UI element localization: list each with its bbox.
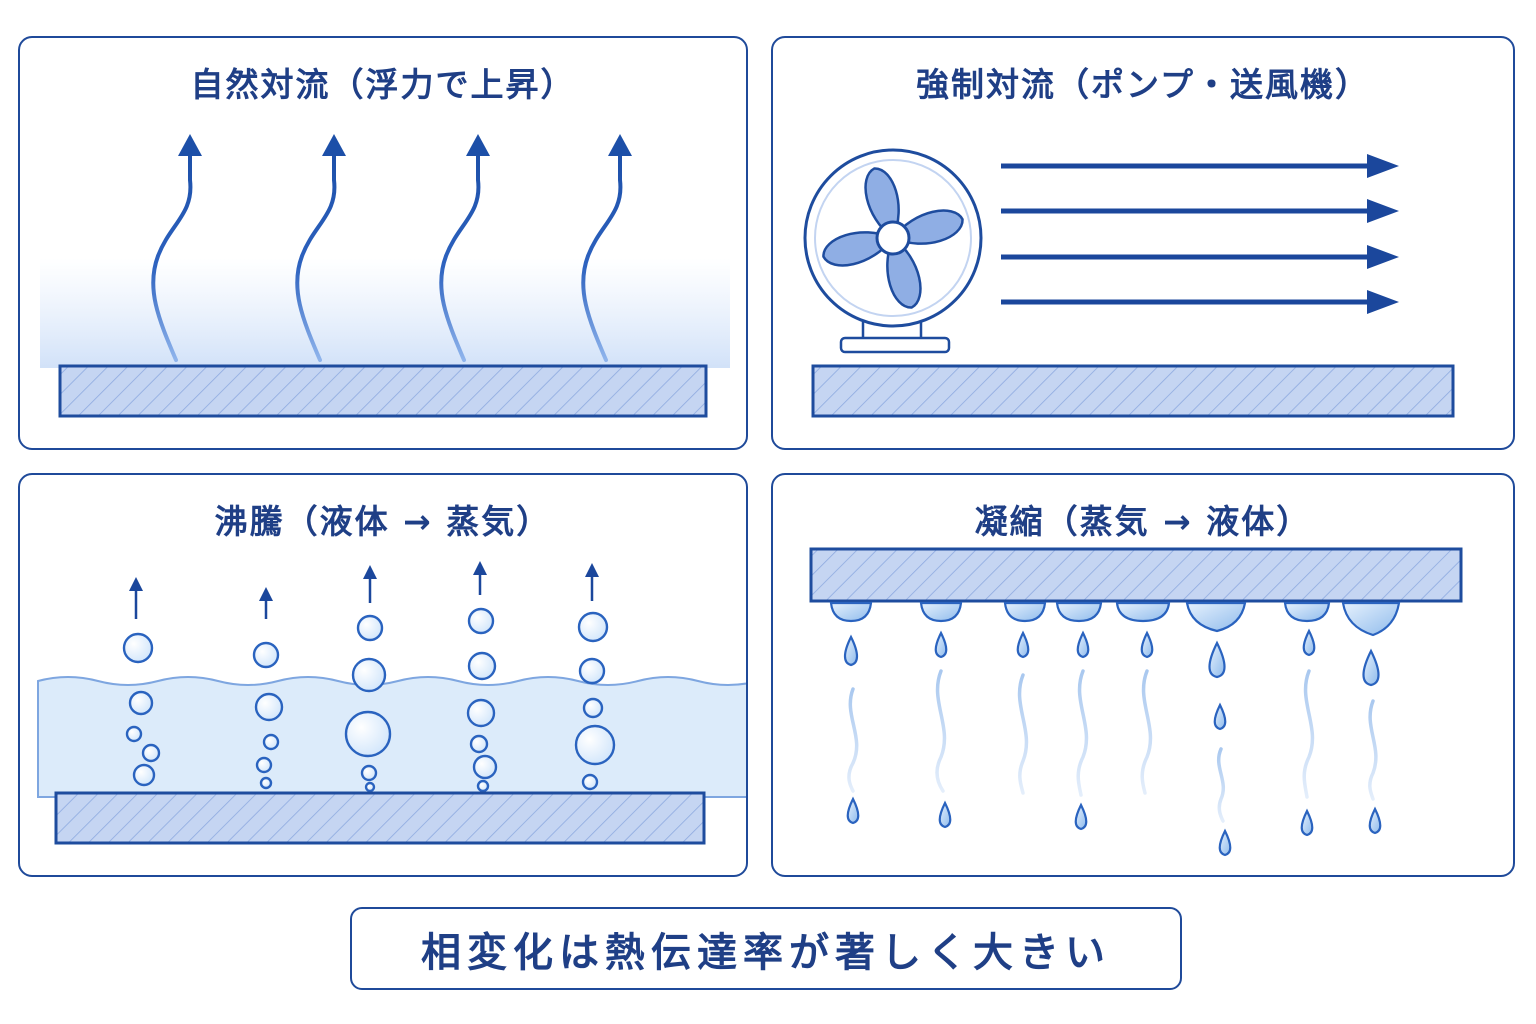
warm-air-glow [40,258,730,368]
natural-convection-panel: 自然対流（浮力で上昇） [18,36,748,450]
natural-convection-title: 自然対流（浮力で上昇） [190,65,576,104]
airflow-arrow [1001,245,1399,269]
rising-arrow [439,134,490,362]
cooled-plate [809,547,1463,603]
bubble-column [344,565,392,793]
condensation-panel: 凝縮（蒸気 → 液体） [771,473,1515,877]
heated-plate [811,364,1455,418]
condensation-title: 凝縮（蒸気 → 液体） [974,502,1312,541]
heated-plate [54,791,706,845]
rising-arrow [295,134,346,362]
liquid-pool [37,676,746,798]
bubble-column [252,587,284,790]
boiling-panel: 沸騰（液体 → 蒸気） [18,473,748,877]
forced-convection-title: 強制対流（ポンプ・送風機） [915,65,1370,104]
airflow-arrow [1001,199,1399,223]
rising-arrow [581,134,632,362]
rising-bubbles-icon [122,561,616,793]
rising-arrow [151,134,202,362]
rising-wavy-arrows-icon [151,134,632,362]
falling-droplets-icon [829,601,1401,857]
natural-convection-diagram [40,134,730,418]
summary-box: 相変化は熱伝達率が著しく大きい [350,907,1182,990]
condensation-diagram [809,547,1463,857]
boiling-diagram [37,561,746,845]
bubble-column [122,577,161,787]
airflow-arrow [1001,290,1399,314]
airflow-arrows [1001,154,1399,314]
fan-icon [803,148,983,354]
forced-convection-panel: 強制対流（ポンプ・送風機） [771,36,1515,450]
vapor-wisps [847,669,1378,823]
airflow-arrow [1001,154,1399,178]
forced-convection-diagram [803,148,1455,418]
boiling-title: 沸騰（液体 → 蒸気） [214,502,552,541]
bubble-column [466,561,498,793]
bubble-column [574,563,616,791]
heated-plate [58,364,708,418]
